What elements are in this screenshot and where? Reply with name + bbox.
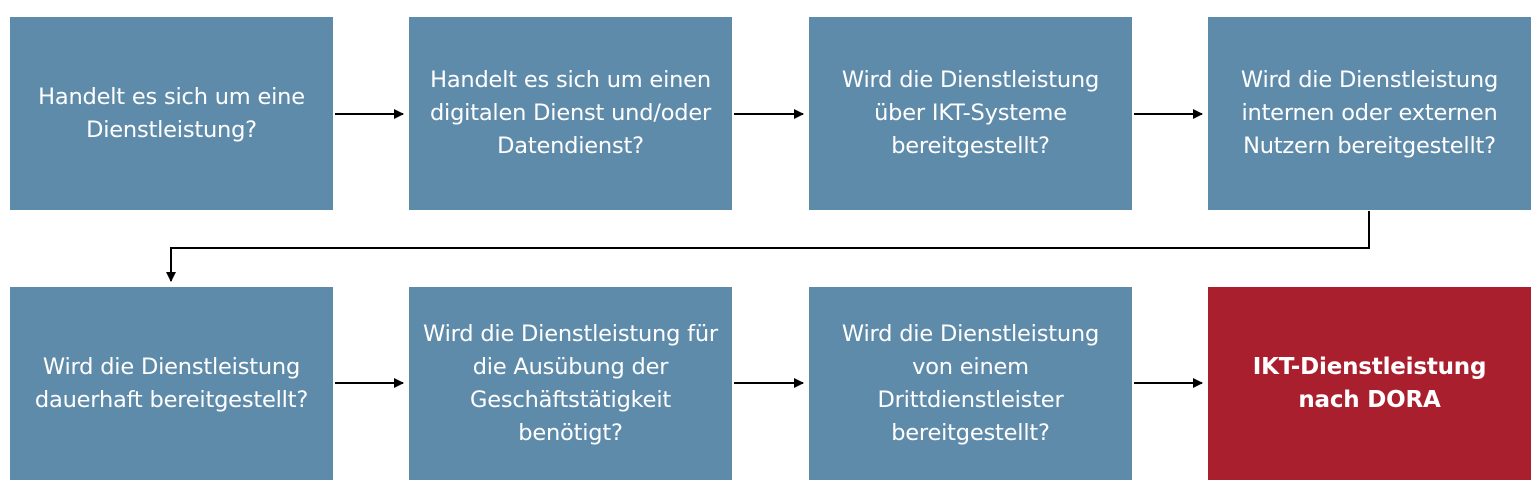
step-5-dauerhaft: Wird die Dienstleistung dauerhaft bereit… [10,287,333,480]
arrow-4-to-5 [166,211,1370,282]
step-2-text: Handelt es sich um einen digitalen Diens… [429,67,712,159]
step-6-geschaeftstaetigkeit: Wird die Dienstleistung für die Ausübung… [409,287,732,480]
step-1-dienstleistung: Handelt es sich um eine Dienstleistung? [10,17,333,210]
step-6-text: Wird die Dienstleistung für die Ausübung… [423,320,718,446]
step-5-text: Wird die Dienstleistung dauerhaft bereit… [34,353,309,413]
step-2-digitaler-dienst: Handelt es sich um einen digitalen Diens… [409,17,732,210]
step-7-text: Wird die Dienstleistung von einem Drittd… [841,320,1100,446]
result-ikt-dienstleistung-dora: IKT-Dienstleistung nach DORA [1208,287,1531,480]
step-1-text: Handelt es sich um eine Dienstleistung? [38,83,305,143]
step-4-text: Wird die Dienstleistung internen oder ex… [1240,67,1499,159]
result-text: IKT-Dienstleistung nach DORA [1252,353,1487,413]
step-3-ikt-systeme: Wird die Dienstleistung über IKT-Systeme… [809,17,1132,210]
step-4-nutzern: Wird die Dienstleistung internen oder ex… [1208,17,1531,210]
step-3-text: Wird die Dienstleistung über IKT-Systeme… [841,67,1100,159]
step-7-drittdienstleister: Wird die Dienstleistung von einem Drittd… [809,287,1132,480]
